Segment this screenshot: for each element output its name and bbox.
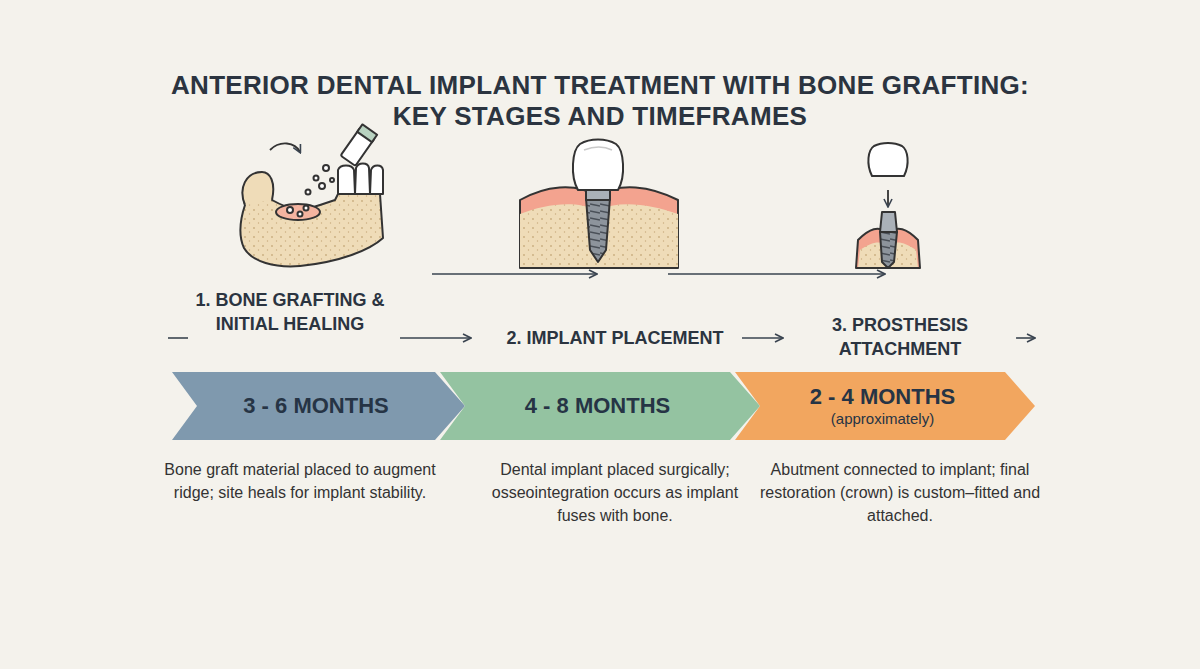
timeframe-note: (approximately) — [831, 410, 934, 428]
stage-description: Dental implant placed surgically; osseoi… — [490, 458, 740, 527]
chevron-fill — [440, 372, 760, 440]
chevron-fill — [735, 372, 1035, 440]
stage-heading: 1. BONE GRAFTING & INITIAL HEALING — [185, 288, 395, 336]
stage-description: Abutment connected to implant; final res… — [755, 458, 1045, 527]
timeframe-label: 3 - 6 MONTHS — [243, 393, 388, 419]
stage-description: Bone graft material placed to augment ri… — [155, 458, 445, 504]
chevron-fill — [172, 372, 465, 440]
stage-heading: 2. IMPLANT PLACEMENT — [485, 326, 745, 350]
timeframe-label: 2 - 4 MONTHS — [810, 384, 955, 410]
timeframe-chevron: 3 - 6 MONTHS1. BONE GRAFTING & INITIAL H… — [172, 372, 465, 440]
timeframe-chevron: 2 - 4 MONTHS(approximately)3. PROSTHESIS… — [735, 372, 1035, 440]
implant-illustration — [520, 140, 678, 269]
jaw-graft-illustration — [240, 124, 383, 266]
chevron-text-area: 3 - 6 MONTHS — [197, 372, 435, 440]
chevron-text-area: 2 - 4 MONTHS(approximately) — [760, 372, 1005, 440]
chevron-text-area: 4 - 8 MONTHS — [465, 372, 730, 440]
timeframe-label: 4 - 8 MONTHS — [525, 393, 670, 419]
timeframe-chevron: 4 - 8 MONTHS2. IMPLANT PLACEMENTDental i… — [440, 372, 760, 440]
stage-heading: 3. PROSTHESIS ATTACHMENT — [800, 313, 1000, 361]
diagram-title: ANTERIOR DENTAL IMPLANT TREATMENT WITH B… — [160, 70, 1040, 132]
prosthesis-illustration — [856, 143, 920, 268]
